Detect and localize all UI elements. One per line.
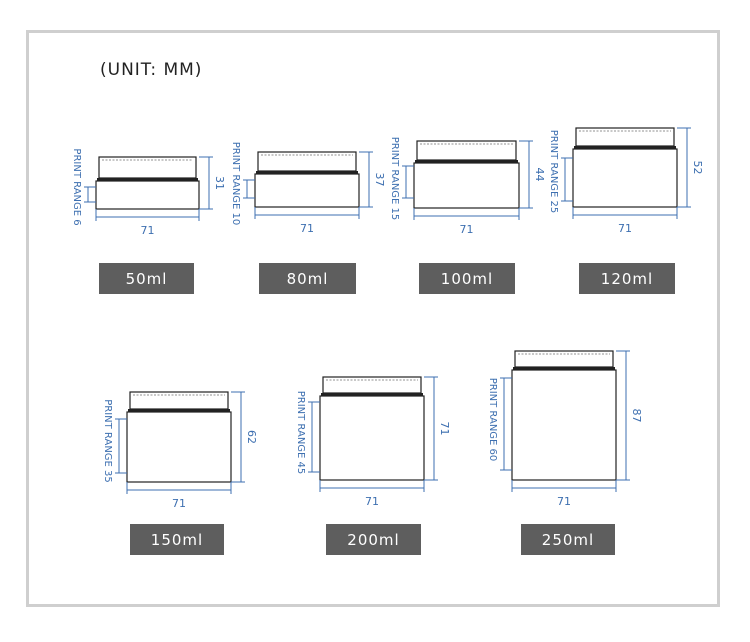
jar-body <box>413 162 520 209</box>
jar-250ml: 87 71 PRINT RANGE 60 <box>487 350 643 508</box>
capacity-label: 150ml <box>130 524 224 555</box>
capacity-label: 100ml <box>419 263 515 294</box>
height-value: 62 <box>245 430 258 444</box>
capacity-label: 200ml <box>326 524 421 555</box>
print-range-label: PRINT RANGE 10 <box>230 142 241 226</box>
lid-band <box>415 160 518 163</box>
width-value: 71 <box>141 224 155 237</box>
print-range-label: PRINT RANGE 6 <box>71 148 82 225</box>
width-value: 71 <box>618 222 632 235</box>
lid-band <box>97 178 198 181</box>
jar-120ml: 52 71 PRINT RANGE 25 <box>548 127 704 235</box>
unit-label: (UNIT: MM) <box>100 60 203 80</box>
capacity-label: 250ml <box>521 524 615 555</box>
height-value: 71 <box>438 422 451 436</box>
lid-band <box>321 393 423 396</box>
jar-50ml: 31 71 PRINT RANGE 6 <box>71 148 226 237</box>
print-range-label: PRINT RANGE 25 <box>548 130 559 214</box>
jar-body <box>319 395 425 481</box>
jar-body <box>95 180 200 210</box>
lid-band <box>128 409 230 412</box>
width-value: 71 <box>365 495 379 508</box>
height-value: 31 <box>213 176 226 190</box>
print-range-label: PRINT RANGE 60 <box>487 378 498 462</box>
width-value: 71 <box>557 495 571 508</box>
jar-body <box>511 369 617 481</box>
jar-150ml: 62 71 PRINT RANGE 35 <box>102 391 258 510</box>
jar-body <box>254 173 360 208</box>
lid-band <box>256 171 358 174</box>
jar-body <box>126 411 232 483</box>
jar-lid <box>514 350 614 368</box>
height-value: 52 <box>691 161 704 175</box>
jar-lid <box>322 376 422 394</box>
capacity-label: 120ml <box>579 263 675 294</box>
capacity-label: 50ml <box>99 263 194 294</box>
capacity-label: 80ml <box>259 263 356 294</box>
lid-band <box>574 146 676 149</box>
print-range-label: PRINT RANGE 45 <box>295 391 306 475</box>
width-value: 71 <box>460 223 474 236</box>
lid-band <box>513 367 615 370</box>
print-range-label: PRINT RANGE 35 <box>102 399 113 483</box>
print-range-label: PRINT RANGE 15 <box>389 137 400 221</box>
height-value: 44 <box>533 168 546 182</box>
height-value: 37 <box>373 173 386 187</box>
jar-100ml: 44 71 PRINT RANGE 15 <box>389 137 546 236</box>
jar-body <box>572 148 678 208</box>
jar-lid <box>129 391 229 410</box>
width-value: 71 <box>172 497 186 510</box>
jar-80ml: 37 71 PRINT RANGE 10 <box>230 142 386 235</box>
height-value: 87 <box>630 409 643 423</box>
width-value: 71 <box>300 222 314 235</box>
jar-200ml: 71 71 PRINT RANGE 45 <box>295 376 451 508</box>
diagram-frame <box>26 30 720 607</box>
